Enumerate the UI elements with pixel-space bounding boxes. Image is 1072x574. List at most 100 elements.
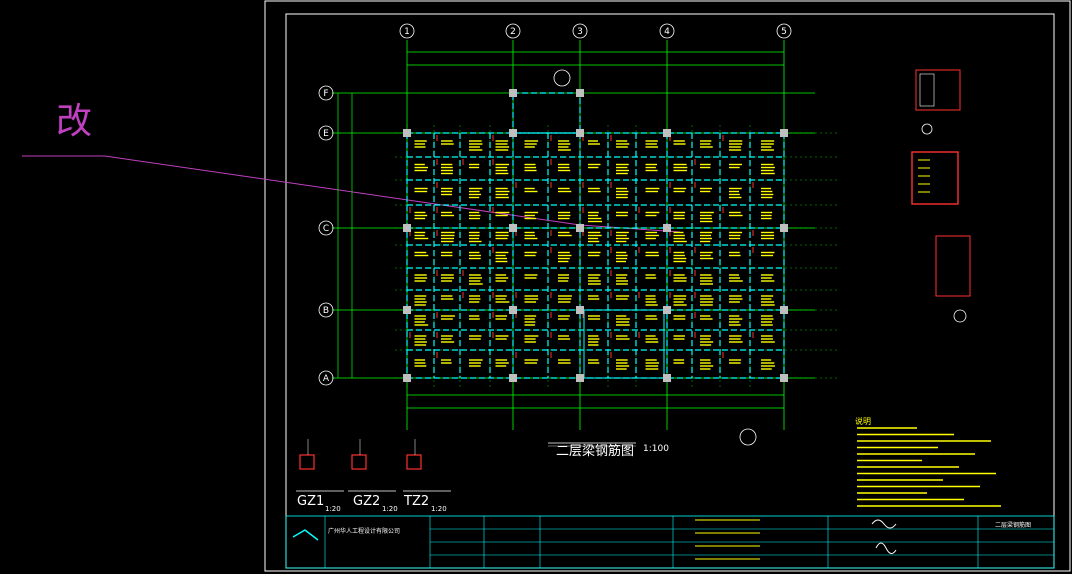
rebar-annotation: [441, 295, 454, 300]
sheet-title: 二层梁钢筋图: [995, 521, 1031, 529]
column-detail-box: [406, 454, 422, 470]
rebar-annotation: [761, 211, 773, 220]
rebar-annotation: [588, 359, 600, 364]
section-details: [296, 69, 1001, 507]
rebar-annotation: [492, 332, 509, 340]
rebar-annotation: [729, 187, 742, 199]
rebar-annotation: [550, 135, 571, 151]
rebar-annotation: [436, 270, 454, 282]
column: [509, 306, 517, 314]
rebar-annotation: [409, 332, 427, 346]
detail-name-gz2: GZ2: [353, 494, 381, 509]
rebar-annotation: [761, 295, 775, 306]
rebar-annotation: [610, 230, 629, 243]
rebar-annotation: [610, 292, 630, 300]
section-bubble-1: [953, 309, 967, 323]
sheet-outer-frame: [264, 0, 1071, 572]
axis-bubble-row: [318, 302, 334, 318]
rebar-annotation: [588, 251, 601, 257]
rebar-annotation: [700, 211, 714, 223]
column-detail-box: [351, 454, 367, 470]
section-bubble-bottom: [739, 428, 757, 446]
axis-bubble-column: [399, 23, 415, 39]
axis-label-column: 5: [781, 27, 787, 37]
rebar-annotation: [550, 230, 572, 237]
rebar-annotation: [673, 359, 685, 364]
rebar-annotation: [550, 352, 571, 364]
rebar-annotation: [495, 231, 509, 240]
rebar-annotation: [645, 140, 659, 148]
rebar-annotation: [669, 135, 686, 145]
rebar-annotation: [492, 135, 510, 151]
rebar-annotation: [492, 207, 510, 217]
rebar-annotation: [588, 163, 601, 169]
rebar-annotation: [761, 140, 775, 151]
rebar-annotation: [669, 292, 687, 306]
rebar-annotation: [669, 230, 687, 243]
rebar-annotation: [722, 135, 743, 151]
column: [576, 374, 584, 382]
rebar-annotation: [669, 270, 687, 282]
axis-label-row: E: [323, 129, 329, 139]
axis-label-column: 1: [404, 27, 410, 37]
signature: [871, 519, 897, 554]
rebar-annotation: [700, 140, 713, 148]
detail-name-tz2: TZ2: [404, 494, 430, 509]
rebar-annotation: [645, 274, 657, 279]
rebar-annotation: [588, 295, 600, 300]
rebar-annotation: [524, 163, 537, 172]
rebar-annotation: [515, 352, 539, 364]
rebar-annotation: [469, 211, 481, 220]
rebar-annotation: [616, 211, 628, 217]
rebar-annotation: [761, 359, 775, 370]
rebar-annotation: [694, 247, 714, 260]
company-logo: [292, 529, 319, 541]
rebar-annotation: [469, 315, 480, 320]
column: [663, 224, 671, 232]
rebar-annotation: [524, 335, 539, 343]
rebar-annotation: [409, 230, 429, 240]
rebar-annotation: [414, 140, 427, 148]
column: [780, 306, 788, 314]
rebar-annotation: [645, 231, 659, 240]
rebar-annotation: [462, 270, 483, 285]
rebar-annotation: [436, 182, 453, 196]
rebar-annotation: [616, 163, 629, 175]
rebar-annotation: [638, 207, 660, 217]
rebar-annotation: [414, 187, 428, 193]
rebar-annotation: [492, 247, 509, 263]
rebar-annotation: [469, 251, 481, 260]
rebar-annotation: [414, 359, 427, 367]
rebar-annotation: [495, 359, 509, 367]
notes-title: 说明: [855, 417, 871, 426]
column: [576, 224, 584, 232]
column: [576, 89, 584, 97]
rebar-annotation: [582, 312, 601, 320]
axis-label-column: 4: [664, 27, 670, 37]
column: [509, 224, 517, 232]
axis-bubble-row: [318, 125, 334, 141]
axis-bubble-row: [318, 85, 334, 101]
rebar-annotation: [638, 247, 659, 257]
axis-label-row: B: [323, 306, 329, 316]
axis-bubble-column: [505, 23, 521, 39]
column: [403, 306, 411, 314]
rebar-annotation: [462, 292, 481, 303]
rebar-annotation: [752, 182, 774, 199]
rebar-annotation: [645, 187, 660, 193]
column: [576, 306, 584, 314]
rebar-annotation: [409, 207, 428, 220]
axis-label-row: A: [323, 374, 330, 384]
rebar-annotation: [582, 207, 602, 223]
column: [509, 89, 517, 97]
rebar-annotation: [669, 247, 687, 263]
rebar-annotation: [610, 352, 630, 370]
rebar-annotation: [550, 332, 571, 340]
floor-plan: [332, 40, 840, 430]
rebar-annotation: [558, 211, 571, 220]
rebar-annotation: [694, 292, 714, 306]
rebar-annotation: [722, 207, 743, 217]
rebar-annotation: [729, 315, 743, 326]
rebar-annotation: [638, 332, 659, 343]
